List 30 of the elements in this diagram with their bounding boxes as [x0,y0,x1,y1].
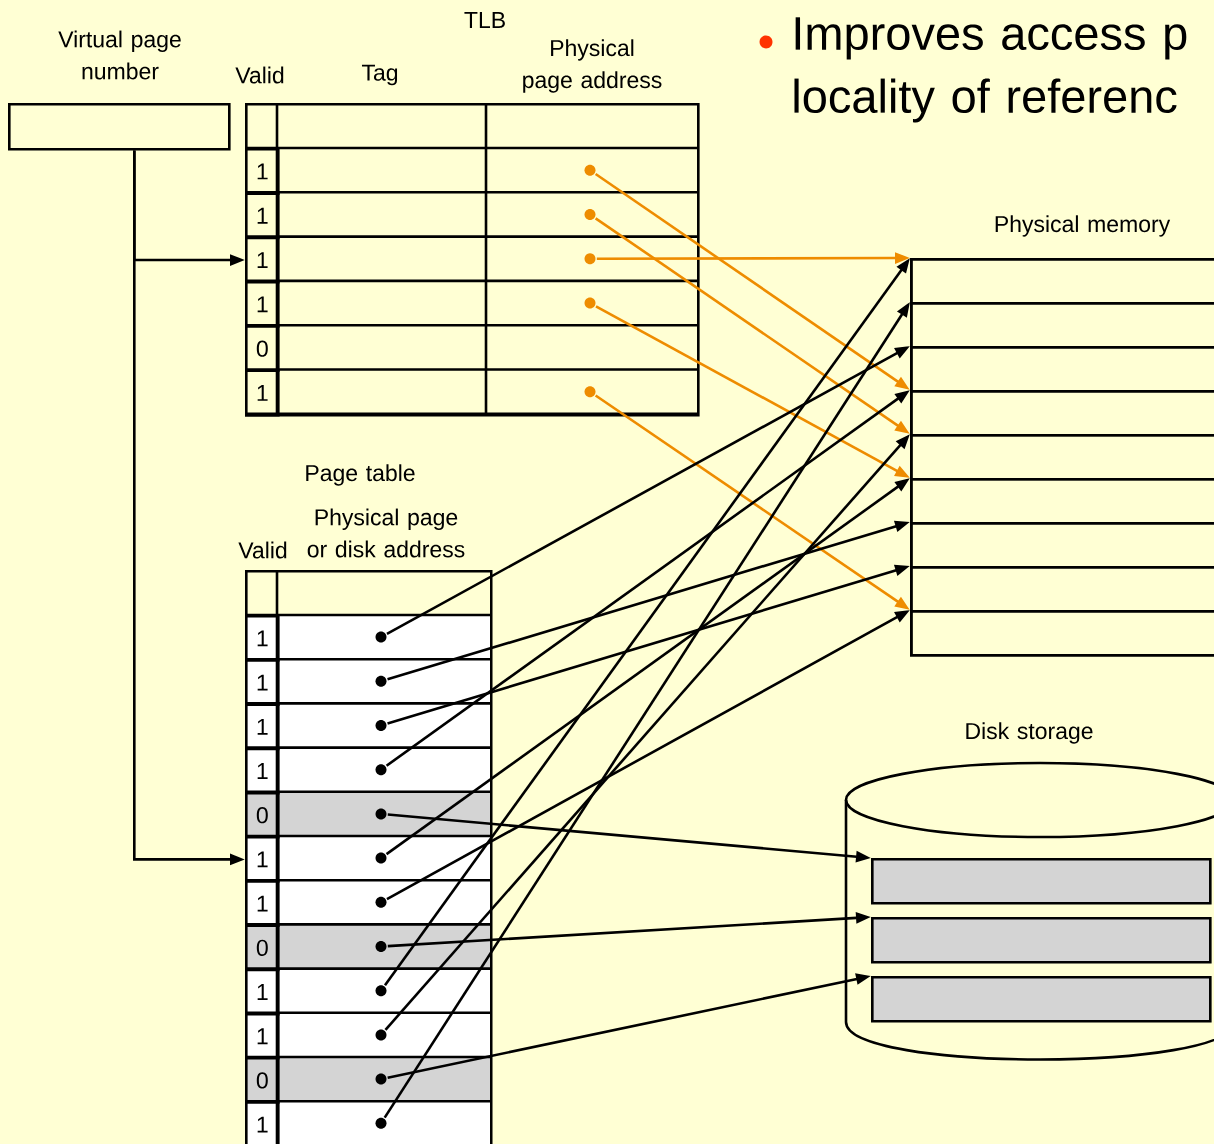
memory-slot [910,258,1214,305]
table-cell: 1 [245,615,280,662]
column-header: Physical page or disk address [307,508,465,558]
memory-slot [910,346,1214,393]
memory-label: Physical memory [995,215,1171,237]
table-cell: 0 [245,791,280,839]
table-cell: 1 [245,836,280,883]
memory-slot [910,522,1214,569]
table-cell: 0 [245,1057,280,1104]
table-cell: 1 [245,280,280,328]
box-label: Virtual page number [58,30,181,80]
memory-slot [910,390,1214,437]
memory-slot [910,434,1214,481]
column-header: Tag [362,64,398,86]
table-title: TLB [464,12,505,28]
table-cell: 1 [245,1012,280,1060]
column-header: Valid [235,66,284,84]
memory-slot [910,566,1214,613]
table-title: Page table [306,464,415,486]
memory-slot [910,302,1214,349]
column-header: Physical page address [523,39,662,93]
table-cell: 1 [245,148,280,195]
disk-label: Disk storage [966,722,1093,744]
memory-slot [910,610,1214,657]
disk-block [871,917,1212,964]
bullet-text: Improves access p locality of referenc [794,17,1187,123]
memory-slot [910,478,1214,525]
disk-block [871,976,1212,1023]
disk-block [871,858,1212,905]
column-header: Valid [238,541,287,559]
